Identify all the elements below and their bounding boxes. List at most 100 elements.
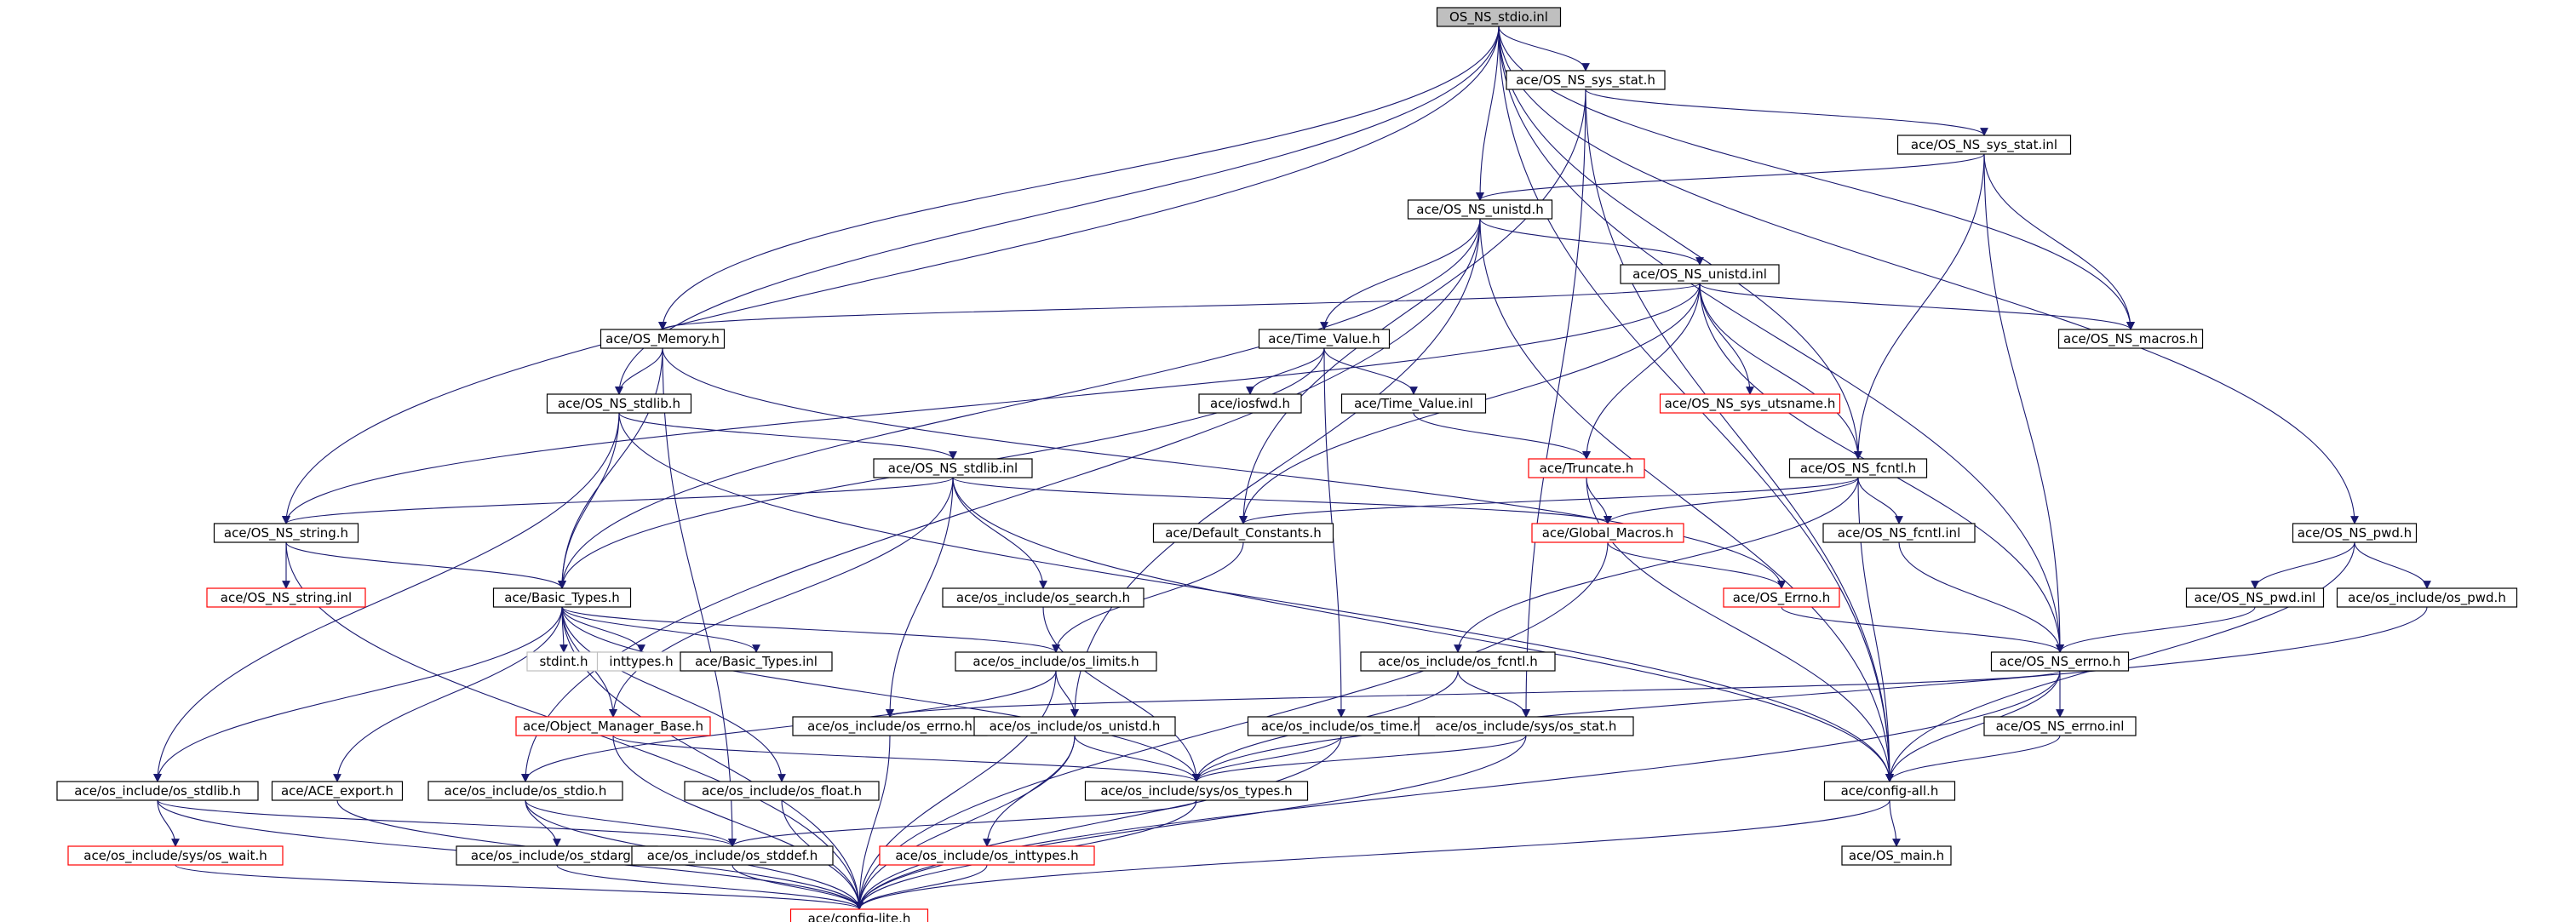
graph-node-os-unistd-h[interactable]: ace/os_include/os_unistd.h: [973, 716, 1176, 736]
include-edge: [731, 864, 863, 910]
graph-node-sys-os-wait-h[interactable]: ace/os_include/sys/os_wait.h: [67, 845, 284, 866]
graph-node-sys-stat-h[interactable]: ace/OS_NS_sys_stat.h: [1506, 70, 1666, 90]
include-edge: [1055, 670, 1079, 718]
node-box: [1152, 523, 1334, 543]
graph-node-os-stdlib-h[interactable]: ace/os_include/os_stdlib.h: [56, 781, 259, 801]
graph-node-ns-errno-inl[interactable]: ace/OS_NS_errno.inl: [1983, 716, 2137, 736]
include-edge: [282, 26, 1500, 524]
graph-node-os-inttypes-h[interactable]: ace/os_include/os_inttypes.h: [879, 845, 1095, 866]
include-edge: [561, 606, 645, 653]
include-edge: [1885, 670, 2061, 782]
graph-node-os-limits-h[interactable]: ace/os_include/os_limits.h: [955, 651, 1157, 672]
node-box: [879, 845, 1095, 866]
node-box: [271, 781, 404, 801]
graph-node-unistd-inl[interactable]: ace/OS_NS_unistd.inl: [1620, 264, 1780, 284]
graph-node-os-main-h[interactable]: ace/OS_main.h: [1841, 845, 1952, 866]
graph-node-os-time-h[interactable]: ace/os_include/os_time.h: [1247, 716, 1436, 736]
include-edge: [618, 412, 1894, 782]
node-label: ace/os_include/os_inttypes.h: [895, 848, 1078, 864]
node-label: ace/Object_Manager_Base.h: [523, 719, 703, 735]
graph-node-fcntl-h[interactable]: ace/OS_NS_fcntl.h: [1788, 458, 1928, 478]
node-label: stdint.h: [539, 654, 588, 669]
graph-node-stdint-h[interactable]: stdint.h: [526, 651, 601, 672]
include-edge: [1498, 26, 1590, 72]
graph-node-os-pwd-h[interactable]: ace/os_include/os_pwd.h: [2336, 587, 2518, 608]
graph-node-global-macros-h[interactable]: ace/Global_Macros.h: [1531, 523, 1684, 543]
node-box: [1340, 393, 1487, 414]
graph-node-truncate-h[interactable]: ace/Truncate.h: [1528, 458, 1645, 478]
node-box: [546, 393, 692, 414]
graph-node-stdlib-inl[interactable]: ace/OS_NS_stdlib.inl: [873, 458, 1033, 478]
graph-node-ns-errno-h[interactable]: ace/OS_NS_errno.h: [1990, 651, 2130, 672]
node-label: ace/OS_NS_unistd.h: [1416, 202, 1543, 218]
graph-node-string-inl[interactable]: ace/OS_NS_string.inl: [206, 587, 366, 608]
graph-node-pwd-inl[interactable]: ace/OS_NS_pwd.inl: [2185, 587, 2325, 608]
graph-node-root[interactable]: OS_NS_stdio.inl: [1436, 7, 1562, 27]
include-edge: [658, 283, 1701, 330]
graph-node-time-value-h[interactable]: ace/Time_Value.h: [1258, 329, 1391, 349]
node-box: [1418, 716, 1634, 736]
include-edge: [1479, 218, 1704, 266]
node-label: ace/OS_NS_pwd.inl: [2194, 590, 2316, 606]
include-edge: [1320, 218, 1481, 330]
include-edge: [855, 735, 1076, 910]
graph-node-pwd-h[interactable]: ace/OS_NS_pwd.h: [2292, 523, 2418, 543]
graph-node-os-search-h[interactable]: ace/os_include/os_search.h: [942, 587, 1145, 608]
include-edge: [1898, 541, 2064, 653]
graph-node-config-lite-h[interactable]: ace/config-lite.h: [789, 908, 929, 922]
graph-node-os-errno-ace-h[interactable]: ace/OS_Errno.h: [1723, 587, 1840, 608]
graph-node-string-h[interactable]: ace/OS_NS_string.h: [213, 523, 359, 543]
graph-node-os-float-h[interactable]: ace/os_include/os_float.h: [684, 781, 880, 801]
graph-node-macros-h[interactable]: ace/OS_NS_macros.h: [2057, 329, 2204, 349]
node-box: [2057, 329, 2204, 349]
node-box: [789, 908, 929, 922]
include-edge: [1239, 477, 1859, 524]
include-edge: [855, 799, 1890, 910]
include-edge: [662, 347, 737, 847]
graph-node-os-fcntl-h[interactable]: ace/os_include/os_fcntl.h: [1360, 651, 1556, 672]
node-box: [680, 651, 833, 672]
include-edge: [561, 606, 786, 782]
graph-node-fcntl-inl[interactable]: ace/OS_NS_fcntl.inl: [1822, 523, 1976, 543]
include-edge: [1476, 153, 1985, 201]
graph-node-os-errno-h[interactable]: ace/os_include/os_errno.h: [792, 716, 988, 736]
node-box: [1822, 523, 1976, 543]
include-edge: [1498, 26, 1862, 460]
include-edge: [662, 347, 1786, 589]
graph-node-basic-types-inl[interactable]: ace/Basic_Types.inl: [680, 651, 833, 672]
graph-node-utsname-h[interactable]: ace/OS_NS_sys_utsname.h: [1659, 393, 1841, 414]
include-edge: [282, 283, 1701, 524]
graph-node-sys-os-stat-h[interactable]: ace/os_include/sys/os_stat.h: [1418, 716, 1634, 736]
include-edge: [153, 412, 620, 782]
graph-node-sys-stat-inl[interactable]: ace/OS_NS_sys_stat.inl: [1896, 135, 2072, 155]
graph-node-time-value-inl[interactable]: ace/Time_Value.inl: [1340, 393, 1487, 414]
include-edge: [1074, 735, 1201, 782]
node-box: [1258, 329, 1391, 349]
graph-node-os-stddef-h[interactable]: ace/os_include/os_stddef.h: [631, 845, 834, 866]
graph-node-os-stdio-h[interactable]: ace/os_include/os_stdio.h: [427, 781, 623, 801]
graph-node-object-manager-base-h[interactable]: ace/Object_Manager_Base.h: [515, 716, 711, 736]
node-box: [873, 458, 1033, 478]
graph-node-unistd-h[interactable]: ace/OS_NS_unistd.h: [1407, 199, 1553, 220]
node-label: ace/config-all.h: [1841, 783, 1939, 799]
node-label: ace/os_include/os_errno.h: [807, 719, 972, 735]
include-edge: [1522, 89, 1586, 718]
include-edge: [1781, 606, 2064, 653]
include-edge: [2251, 541, 2355, 589]
node-box: [1531, 523, 1684, 543]
node-label: ace/OS_NS_fcntl.h: [1800, 461, 1916, 477]
include-edge: [1498, 26, 2064, 653]
graph-node-basic-types-h[interactable]: ace/Basic_Types.h: [492, 587, 632, 608]
graph-node-config-all-h[interactable]: ace/config-all.h: [1823, 781, 1956, 801]
graph-node-sys-os-types-h[interactable]: ace/os_include/sys/os_types.h: [1084, 781, 1309, 801]
graph-node-os-stdarg-h[interactable]: ace/os_include/os_stdarg.h: [456, 845, 658, 866]
graph-node-stdlib-h[interactable]: ace/OS_NS_stdlib.h: [546, 393, 692, 414]
graph-node-iosfwd-h[interactable]: ace/iosfwd.h: [1198, 393, 1302, 414]
graph-node-ace-export-h[interactable]: ace/ACE_export.h: [271, 781, 404, 801]
graph-node-memory-h[interactable]: ace/OS_Memory.h: [600, 329, 726, 349]
graph-node-default-constants-h[interactable]: ace/Default_Constants.h: [1152, 523, 1334, 543]
graph-node-inttypes-h[interactable]: inttypes.h: [596, 651, 686, 672]
node-label: ace/OS_NS_stdlib.h: [558, 396, 680, 412]
include-edge: [1052, 541, 1244, 653]
include-edge: [1889, 799, 1901, 847]
